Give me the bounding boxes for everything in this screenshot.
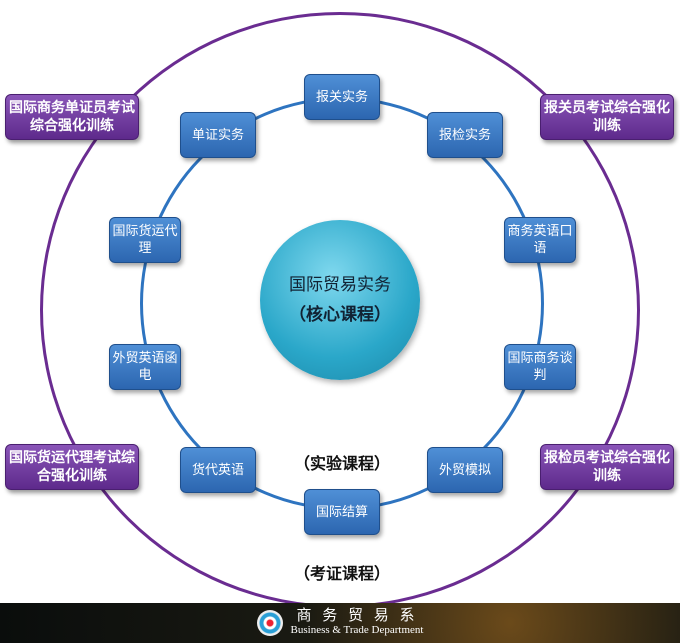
course-box: 商务英语口语 <box>504 217 576 263</box>
course-box: 报检实务 <box>427 112 503 158</box>
course-box: 国际结算 <box>304 489 380 535</box>
cert-training-box: 报检员考试综合强化训练 <box>540 444 674 490</box>
cert-training-box: 国际商务单证员考试综合强化训练 <box>5 94 139 140</box>
core-course-title: 国际贸易实务 <box>289 275 391 295</box>
department-name-cn: 商 务 贸 易 系 <box>296 606 418 624</box>
department-logo-icon <box>256 610 283 636</box>
cert-training-box: 报关员考试综合强化训练 <box>540 94 674 140</box>
cert-courses-label: （考证课程） <box>293 564 391 583</box>
core-course-subtitle: （核心课程） <box>289 305 391 325</box>
course-box: 单证实务 <box>180 112 256 158</box>
department-name-en: Business & Trade Department <box>290 624 424 636</box>
lab-courses-label: （实验课程） <box>293 454 391 473</box>
course-box: 报关实务 <box>304 74 380 120</box>
footer-banner: 商 务 贸 易 系 Business & Trade Department <box>0 603 680 643</box>
cert-training-box: 国际货运代理考试综合强化训练 <box>5 444 139 490</box>
core-course-circle: 国际贸易实务 （核心课程） <box>260 220 420 380</box>
course-box: 国际货运代理 <box>109 217 181 263</box>
course-box: 货代英语 <box>180 447 256 493</box>
course-box: 外贸模拟 <box>427 447 503 493</box>
course-box: 国际商务谈判 <box>504 344 576 390</box>
course-box: 外贸英语函电 <box>109 344 181 390</box>
